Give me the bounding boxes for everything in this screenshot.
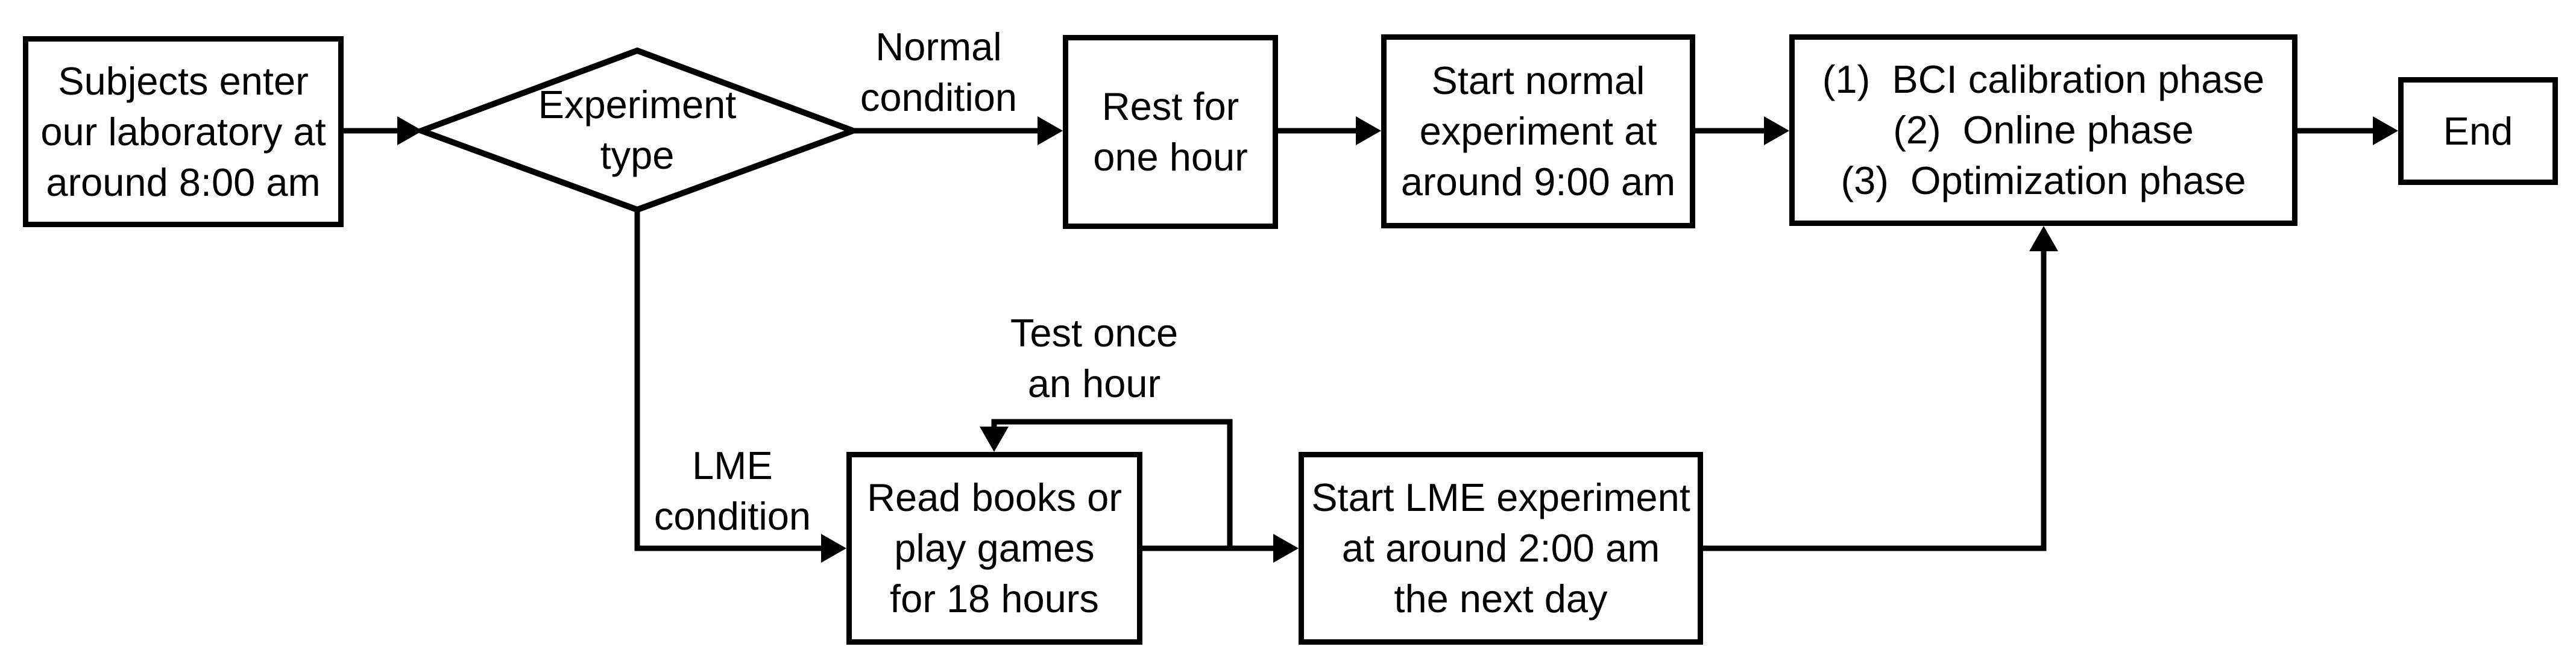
arrowhead-loop-into-read-books-top bbox=[980, 427, 1009, 452]
arrowhead-into-phases-box-bottom bbox=[2029, 226, 2058, 251]
normal-condition-edge-label: Normal condition bbox=[818, 22, 1059, 123]
arrowhead-into-rest-box bbox=[1038, 116, 1063, 145]
phases-box: (1) BCI calibration phase (2) Online pha… bbox=[1789, 34, 2297, 226]
read-books-box: Read books or play games for 18 hours bbox=[846, 452, 1142, 645]
start-normal-experiment-text: Start normal experiment at around 9:00 a… bbox=[1400, 58, 1676, 204]
subjects-enter-text: Subjects enter our laboratory at around … bbox=[40, 58, 326, 204]
arrowhead-into-start-lme-box bbox=[1273, 534, 1299, 563]
rest-one-hour-box: Rest for one hour bbox=[1063, 35, 1278, 229]
arrowhead-into-end-box bbox=[2373, 116, 2398, 145]
lme-condition-edge-label: LME condition bbox=[612, 440, 853, 542]
edge-diamond-to-read-books bbox=[634, 210, 822, 551]
normal-condition-text: Normal condition bbox=[860, 25, 1018, 119]
experiment-type-text: Experiment type bbox=[538, 83, 737, 177]
arrowhead-into-phases-box-left bbox=[1764, 116, 1789, 145]
test-once-an-hour-edge-label: Test once an hour bbox=[974, 308, 1215, 409]
start-normal-experiment-box: Start normal experiment at around 9:00 a… bbox=[1381, 34, 1695, 228]
rest-one-hour-text: Rest for one hour bbox=[1093, 84, 1248, 179]
arrowhead-into-read-books-box-left bbox=[821, 534, 846, 563]
arrowhead-into-diamond bbox=[397, 116, 423, 145]
start-lme-experiment-text: Start LME experiment at around 2:00 am t… bbox=[1311, 475, 1690, 621]
phases-text: (1) BCI calibration phase (2) Online pha… bbox=[1822, 57, 2265, 202]
end-text: End bbox=[2443, 108, 2513, 153]
lme-condition-text: LME condition bbox=[653, 443, 811, 538]
experiment-type-diamond-shape bbox=[412, 47, 862, 213]
experiment-type-diamond-label: Experiment type bbox=[517, 70, 758, 190]
read-books-text: Read books or play games for 18 hours bbox=[867, 475, 1122, 621]
test-once-an-hour-text: Test once an hour bbox=[1010, 311, 1179, 406]
arrowhead-into-start-normal-box bbox=[1356, 116, 1381, 145]
edge-start-lme-to-phases bbox=[1703, 251, 2047, 551]
subjects-enter-box: Subjects enter our laboratory at around … bbox=[23, 36, 344, 227]
start-lme-experiment-box: Start LME experiment at around 2:00 am t… bbox=[1299, 452, 1703, 645]
edge-test-loop bbox=[991, 419, 1233, 548]
end-box: End bbox=[2398, 77, 2558, 185]
